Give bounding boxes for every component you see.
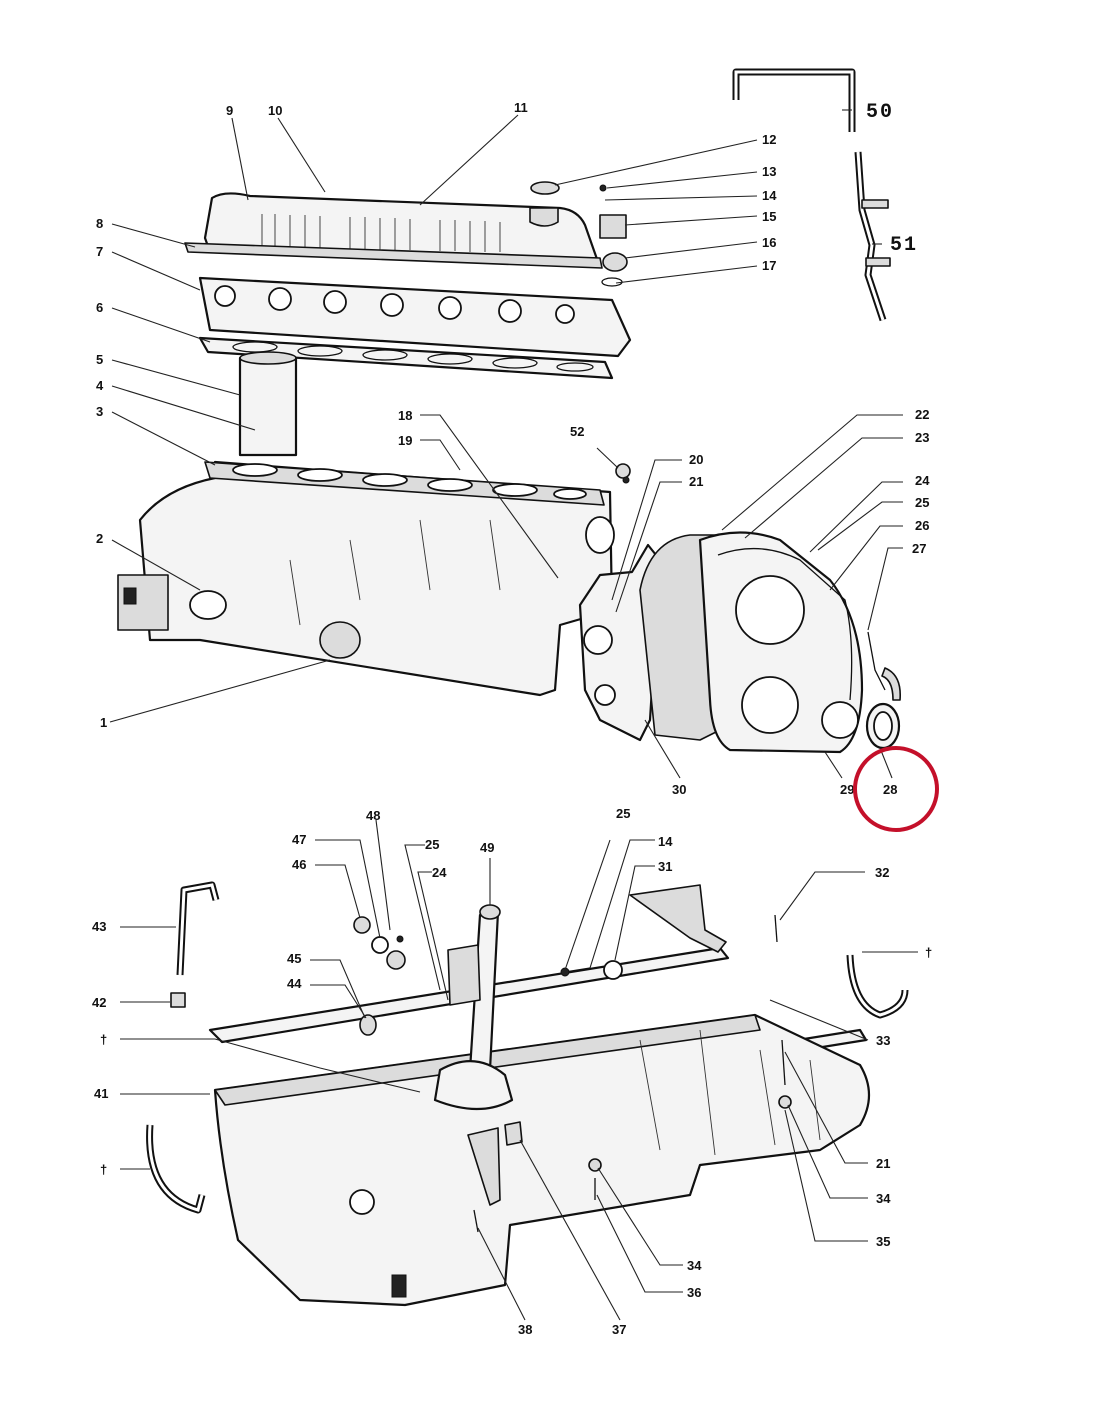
breather-pipe-51 <box>854 151 891 322</box>
label-32: 32 <box>875 865 889 880</box>
label-29: 29 <box>840 782 854 797</box>
label-49: 49 <box>480 840 494 855</box>
label-7: 7 <box>96 244 103 259</box>
label-13: 13 <box>762 164 776 179</box>
pipe-43 <box>170 881 220 1008</box>
label-2: 2 <box>96 531 103 546</box>
label-dagger-right: † <box>925 945 932 960</box>
label-36: 36 <box>687 1285 701 1300</box>
label-10: 10 <box>268 103 282 118</box>
label-30: 30 <box>672 782 686 797</box>
label-34-center: 34 <box>687 1258 702 1273</box>
label-15: 15 <box>762 209 776 224</box>
label-43: 43 <box>92 919 106 934</box>
label-20: 20 <box>689 452 703 467</box>
leader-lines <box>109 109 918 1321</box>
label-1: 1 <box>100 715 107 730</box>
small-fittings <box>353 914 792 1233</box>
engine-block <box>117 460 615 697</box>
label-25-upper: 25 <box>915 495 929 510</box>
label-6: 6 <box>96 300 103 315</box>
label-27: 27 <box>912 541 926 556</box>
label-12: 12 <box>762 132 776 147</box>
label-21-lower: 21 <box>876 1156 890 1171</box>
part-28-oil-seal <box>865 702 901 750</box>
head-gasket <box>198 336 614 380</box>
crescent-seals <box>146 954 909 1214</box>
label-14-upper: 14 <box>762 188 777 203</box>
fitting-52 <box>615 463 631 484</box>
label-48: 48 <box>366 808 380 823</box>
label-24-lower: 24 <box>432 865 447 880</box>
label-18: 18 <box>398 408 412 423</box>
breather-pipe-50 <box>732 68 856 132</box>
label-25-lower-right: 25 <box>616 806 630 821</box>
label-dagger-left: † <box>100 1032 107 1047</box>
label-50: 50 <box>866 101 894 124</box>
part-labels: 1 2 3 4 5 6 7 8 9 10 11 12 13 14 15 16 1… <box>92 100 932 1337</box>
label-46: 46 <box>292 857 306 872</box>
label-47: 47 <box>292 832 306 847</box>
label-44: 44 <box>287 976 302 991</box>
label-16: 16 <box>762 235 776 250</box>
label-17: 17 <box>762 258 776 273</box>
label-11: 11 <box>514 100 528 115</box>
cylinder-head <box>198 276 632 358</box>
cover-fittings <box>530 181 628 287</box>
label-41: 41 <box>94 1086 108 1101</box>
cylinder-liner <box>238 351 298 457</box>
part-27-bolt <box>867 631 902 701</box>
label-14-lower: 14 <box>658 834 673 849</box>
label-3: 3 <box>96 404 103 419</box>
highlight-circle-part-28 <box>853 746 939 832</box>
label-21-upper: 21 <box>689 474 703 489</box>
label-26: 26 <box>915 518 929 533</box>
label-9: 9 <box>226 103 233 118</box>
rocker-cover <box>184 192 603 269</box>
label-35: 35 <box>876 1234 890 1249</box>
label-5: 5 <box>96 352 103 367</box>
label-4: 4 <box>96 378 104 393</box>
oil-strainer <box>433 904 514 1111</box>
label-38: 38 <box>518 1322 532 1337</box>
label-22: 22 <box>915 407 929 422</box>
label-24-upper: 24 <box>915 473 930 488</box>
label-52: 52 <box>570 424 584 439</box>
label-45: 45 <box>287 951 301 966</box>
label-37: 37 <box>612 1322 626 1337</box>
label-31: 31 <box>658 859 672 874</box>
label-8: 8 <box>96 216 103 231</box>
label-19: 19 <box>398 433 412 448</box>
oil-pan <box>213 1013 870 1307</box>
label-51: 51 <box>890 234 918 257</box>
label-42: 42 <box>92 995 106 1010</box>
label-28: 28 <box>883 782 897 797</box>
label-34-right: 34 <box>876 1191 891 1206</box>
label-dagger-lower-left: † <box>100 1162 107 1177</box>
label-23: 23 <box>915 430 929 445</box>
timing-cover <box>639 531 864 754</box>
label-25-lower-left: 25 <box>425 837 439 852</box>
label-33: 33 <box>876 1033 890 1048</box>
